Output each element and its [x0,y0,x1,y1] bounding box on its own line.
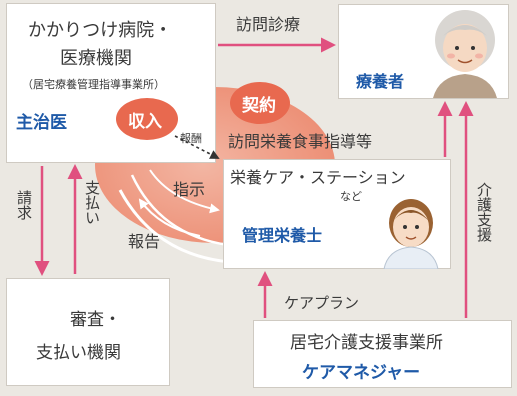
hospital-line3: （居宅療養管理指導事業所） [22,78,165,91]
report-label: 報告 [128,232,161,251]
hospital-line1: かかりつけ病院・ [28,20,173,41]
station-title: 栄養ケア・ステーション [230,168,406,187]
contract-badge [230,82,290,124]
swirl-line-1 [118,189,231,264]
income-label: 収入 [128,112,162,132]
hospital-line2: 医療機関 [60,48,132,69]
contract-label: 契約 [242,96,276,116]
visit-medical-label: 訪問診療 [236,15,301,34]
care-support-label: 介護支援 [475,182,493,242]
report-arrow [138,198,201,237]
income-badge [116,98,178,140]
payment-label: 支払い [83,180,101,225]
dietitian-label: 管理栄養士 [242,226,323,245]
station-etc: など [340,190,362,203]
instruction-arrow [149,169,220,214]
review-box [6,278,170,386]
review-line1: 審査・ [70,310,121,330]
care-office-box [253,320,512,388]
care-plan-label: ケアプラン [284,294,360,312]
hospital-box [6,3,216,163]
care-office-line1: 居宅介護支援事業所 [290,333,443,353]
visit-nutrition-label: 訪問栄養食事指導等 [228,132,373,151]
care-manager-label: ケアマネジャー [302,363,421,383]
claim-label: 請求 [15,190,33,220]
reward-arrow [174,135,220,159]
doctor-label: 主治医 [16,113,67,133]
elderly-patient-avatar [433,10,497,98]
instruction-label: 指示 [173,180,206,199]
dietitian-avatar [383,199,439,269]
swirl-line-2 [130,174,229,247]
review-line2: 支払い機関 [36,343,121,363]
patient-label: 療養者 [356,72,405,91]
reward-label: 報酬 [180,132,202,145]
